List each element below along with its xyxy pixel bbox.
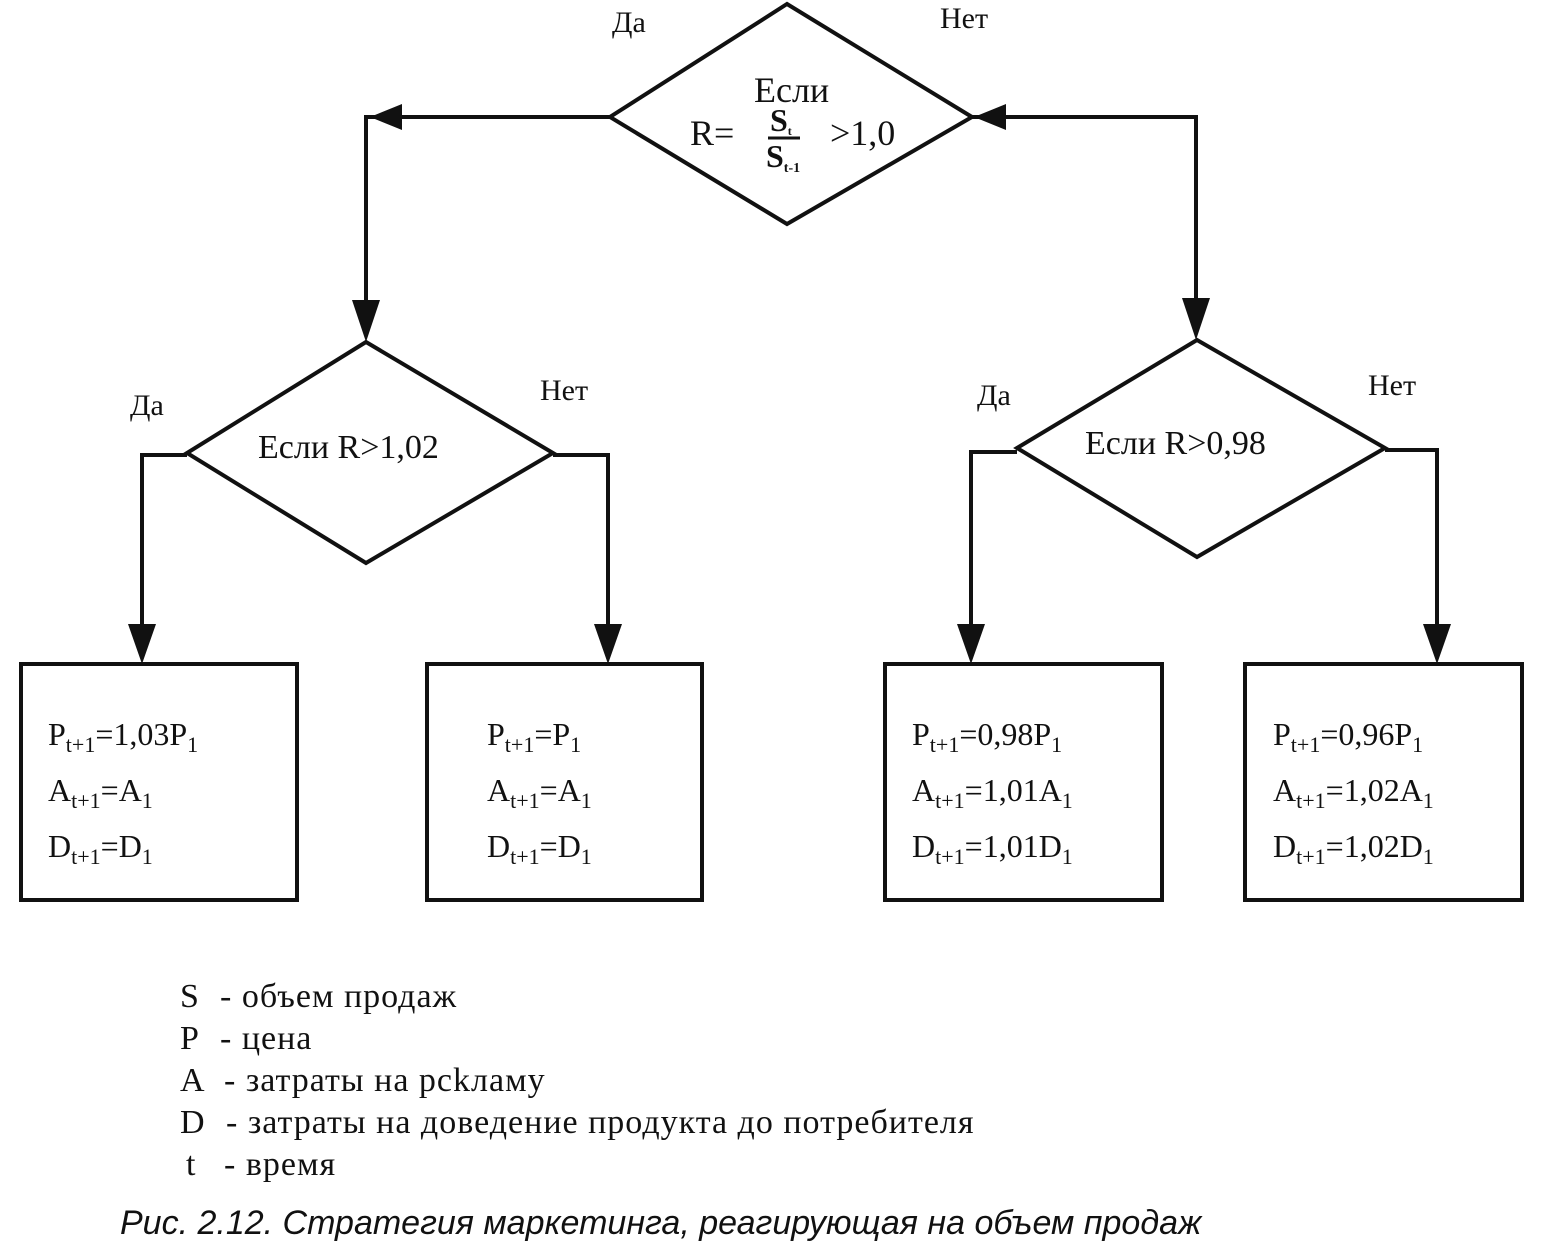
result-box-1-price: Pt+1=1,03P1 — [48, 716, 198, 757]
result-box-2 — [425, 662, 704, 902]
top-decision-denominator: St-1 — [766, 138, 800, 176]
left-decision-diamond — [183, 339, 557, 566]
left-no-connector — [553, 453, 610, 640]
top-decision-numerator: St — [770, 102, 792, 138]
result-box-3 — [883, 662, 1164, 902]
result-box-2-price: Pt+1=P1 — [487, 716, 581, 757]
left-decision-text: Если R>1,02 — [258, 429, 439, 466]
result-box-1 — [19, 662, 299, 902]
result-box-2-distribution: Dt+1=D1 — [487, 828, 592, 869]
result-box-4-distribution: Dt+1=1,02D1 — [1273, 828, 1434, 869]
right-decision-yes-label: Да — [977, 379, 1011, 412]
top-yes-down-arrowhead — [352, 300, 380, 342]
left-yes-arrowhead — [128, 624, 156, 664]
left-decision-yes-label: Да — [130, 389, 164, 422]
legend-text: - объем продаж — [220, 978, 457, 1015]
legend: S - объем продаж P - цена A - затраты на… — [180, 978, 975, 1183]
top-decision-diamond — [606, 1, 976, 227]
legend-text: - цена — [220, 1020, 312, 1057]
result-box-3-distribution: Dt+1=1,01D1 — [912, 828, 1073, 869]
right-decision-text: Если R>0,98 — [1085, 425, 1266, 462]
right-decision-diamond — [1013, 337, 1390, 560]
top-no-side-arrowhead — [974, 104, 1006, 130]
legend-key: S — [180, 978, 199, 1015]
result-box-4-advertising: At+1=1,02A1 — [1273, 772, 1434, 813]
result-box-1-advertising: At+1=A1 — [48, 772, 153, 813]
top-yes-side-arrowhead — [370, 104, 402, 130]
left-yes-connector — [140, 453, 187, 640]
legend-key: A — [180, 1062, 205, 1099]
result-box-2-advertising: At+1=A1 — [487, 772, 592, 813]
result-box-4 — [1243, 662, 1524, 902]
result-box-4-price: Pt+1=0,96P1 — [1273, 716, 1423, 757]
legend-text: - затраты на рсkламу — [224, 1062, 546, 1099]
right-no-connector — [1385, 448, 1439, 640]
top-decision-yes-label: Да — [612, 6, 646, 39]
result-box-3-advertising: At+1=1,01A1 — [912, 772, 1073, 813]
right-decision-no-label: Нет — [1368, 369, 1416, 402]
legend-key: D — [180, 1104, 205, 1141]
legend-key: t — [186, 1146, 196, 1183]
result-box-3-price: Pt+1=0,98P1 — [912, 716, 1062, 757]
top-decision-no-label: Нет — [940, 2, 988, 35]
right-yes-arrowhead — [957, 624, 985, 664]
top-decision-threshold: >1,0 — [830, 113, 895, 153]
top-no-connector — [972, 115, 1198, 316]
left-no-arrowhead — [594, 624, 622, 664]
legend-text: - затраты на доведение продукта до потре… — [226, 1104, 975, 1141]
top-decision-if-label: Если — [754, 70, 829, 110]
left-decision-no-label: Нет — [540, 374, 588, 407]
top-decision-r-prefix: R= — [690, 113, 734, 153]
figure-caption: Рис. 2.12. Стратегия маркетинга, реагиру… — [120, 1204, 1203, 1242]
top-no-down-arrowhead — [1182, 298, 1210, 340]
legend-key: P — [180, 1020, 199, 1057]
result-box-1-distribution: Dt+1=D1 — [48, 828, 153, 869]
legend-text: - время — [224, 1146, 336, 1183]
top-yes-connector — [364, 115, 610, 318]
right-yes-connector — [969, 450, 1017, 640]
right-no-arrowhead — [1423, 624, 1451, 664]
